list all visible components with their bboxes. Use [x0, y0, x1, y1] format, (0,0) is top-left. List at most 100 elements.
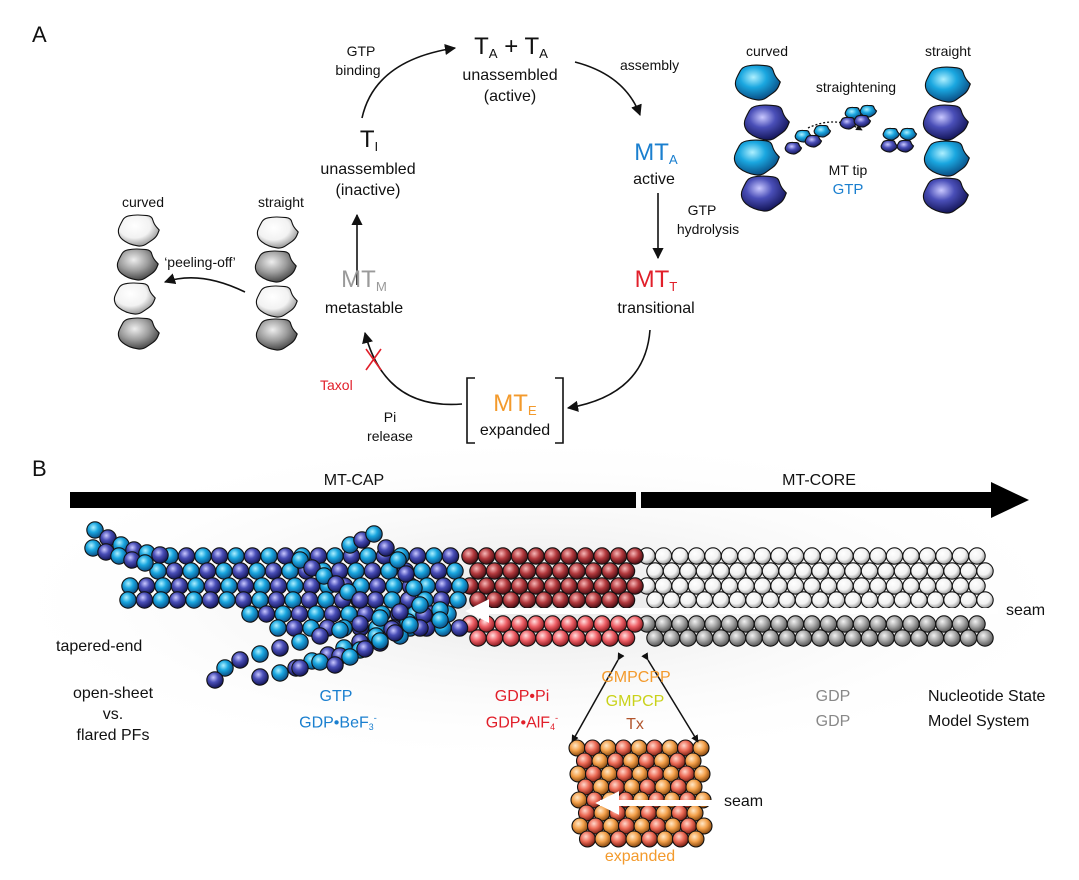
- panel-a-label: A: [32, 22, 47, 47]
- flared-protofilament-tubulin: [206, 671, 224, 689]
- curved-beta-tubulin: [743, 104, 790, 141]
- gdp-tubulin: [728, 591, 747, 609]
- gdp-tubulin: [704, 547, 722, 565]
- gdp-pi-tubulin: [584, 562, 603, 580]
- gtp-tubulin: [168, 591, 187, 609]
- gtp-binding-label-1: GTP: [346, 43, 376, 59]
- flared-protofilament-tubulin: [356, 640, 374, 658]
- gtp-tubulin: [429, 562, 448, 580]
- gdp-model-label: GDP: [815, 713, 851, 730]
- gdp-tubulin: [811, 562, 829, 580]
- state-mt-metastable-desc: metastable: [324, 300, 404, 317]
- gdp-tubulin: [860, 591, 879, 609]
- straightening-arrow: [807, 121, 863, 131]
- gdp-pi-label: GDP•Pi: [494, 688, 550, 705]
- mt-tip-gtp-label: GTP: [832, 181, 864, 198]
- gtp-hydrolysis-label-2: hydrolysis: [676, 221, 740, 237]
- gdp-tubulin: [852, 547, 871, 565]
- gtp-tubulin: [241, 605, 259, 623]
- gtp-tubulin: [264, 562, 283, 580]
- flared-protofilament-tubulin: [411, 596, 429, 614]
- gdp-pi-tubulin: [510, 547, 529, 565]
- gdp-tubulin: [794, 629, 813, 647]
- gdp-tubulin: [662, 591, 681, 609]
- gtp-tubulin: [269, 619, 287, 637]
- seam-label: seam: [1006, 602, 1046, 619]
- flared-protofilament-tubulin: [291, 659, 309, 677]
- gdp-tubulin: [926, 562, 945, 580]
- small-tubulin-dimer: [880, 139, 899, 153]
- to-expanded-arrow: [566, 329, 651, 412]
- gdp-tubulin: [827, 562, 846, 580]
- gdp-pi-tubulin: [593, 547, 611, 565]
- state-t-inactive: TI: [359, 126, 379, 154]
- flared-protofilament-tubulin: [291, 551, 309, 569]
- flared-protofilament-tubulin: [326, 656, 344, 674]
- gdp-tubulin: [778, 562, 796, 580]
- expanded-tubulin: [671, 830, 690, 848]
- gdp-tubulin: [860, 629, 879, 647]
- gdp-pi-tubulin: [551, 629, 570, 647]
- flared-protofilament-tubulin: [231, 651, 249, 669]
- gdp-tubulin: [860, 562, 879, 580]
- straight-beta-tubulin: [922, 104, 969, 141]
- gdp-tubulin: [811, 629, 829, 647]
- gdp-tubulin: [695, 629, 714, 647]
- flared-protofilament-tubulin: [371, 609, 389, 627]
- gtp-tubulin: [210, 547, 229, 565]
- gtp-tubulin: [248, 562, 266, 580]
- gdp-pi-tubulin: [551, 591, 570, 609]
- pi-release-label-1: Pi: [383, 409, 397, 425]
- gdp-pi-tubulin: [477, 547, 496, 565]
- right-inset-tubulin: [733, 64, 971, 214]
- expanded-connector-arrows: [571, 652, 699, 743]
- gdp-tubulin: [712, 629, 730, 647]
- gdp-pi-tubulin: [469, 591, 487, 609]
- gtp-tubulin: [201, 591, 220, 609]
- gtp-tubulin: [177, 547, 196, 565]
- state-mt-expanded: MTE: [493, 390, 537, 418]
- taxol-tx-label: Tx: [626, 716, 644, 733]
- flared-protofilament-tubulin: [271, 664, 289, 682]
- gdp-tubulin: [695, 562, 714, 580]
- gdp-pi-tubulin: [535, 629, 553, 647]
- gdp-tubulin: [976, 562, 994, 580]
- gdp-tubulin: [671, 547, 689, 565]
- gdp-tubulin: [778, 591, 796, 609]
- expanded-tubulin: [693, 765, 711, 783]
- gtp-tubulin-sheet: [136, 554, 154, 572]
- gdp-tubulin: [943, 629, 961, 647]
- gdp-tubulin: [959, 562, 978, 580]
- gdp-tubulin: [646, 591, 664, 609]
- gdp-tubulin: [836, 547, 854, 565]
- peeling-off-arrow: [163, 273, 246, 293]
- gdp-tubulin: [778, 629, 796, 647]
- gdp-pi-tubulin: [518, 562, 537, 580]
- gdp-pi-tubulin: [601, 562, 619, 580]
- gdp-tubulin: [943, 591, 961, 609]
- gdp-tubulin: [877, 629, 895, 647]
- gtp-tubulin: [413, 562, 431, 580]
- gdp-pi-tubulin: [485, 629, 504, 647]
- gdp-pi-tubulin: [527, 547, 545, 565]
- assembly-label: assembly: [620, 57, 680, 73]
- expanded-seam-label: seam: [724, 793, 764, 810]
- flared-protofilament-tubulin: [311, 653, 329, 671]
- state-mt-transitional: MTT: [634, 266, 678, 294]
- flared-protofilament-tubulin: [311, 627, 329, 645]
- gdp-pi-tubulin: [626, 615, 644, 633]
- gdp-tubulin: [646, 629, 664, 647]
- expanded-tubulin: [578, 830, 597, 848]
- flared-protofilament-tubulin: [377, 539, 395, 557]
- left-inset-tubulin: [113, 214, 299, 351]
- gtp-tubulin: [218, 591, 236, 609]
- gdp-pi-tubulin: [584, 629, 603, 647]
- gtp-tubulin: [276, 547, 295, 565]
- gdp-tubulin: [786, 547, 805, 565]
- gdp-tubulin: [968, 615, 986, 633]
- gdp-pi-tubulin: [535, 562, 553, 580]
- expanded-tubulin: [687, 830, 705, 848]
- expanded-lattice-label: expanded: [604, 848, 676, 865]
- mt-cap-label: MT-CAP: [323, 472, 385, 489]
